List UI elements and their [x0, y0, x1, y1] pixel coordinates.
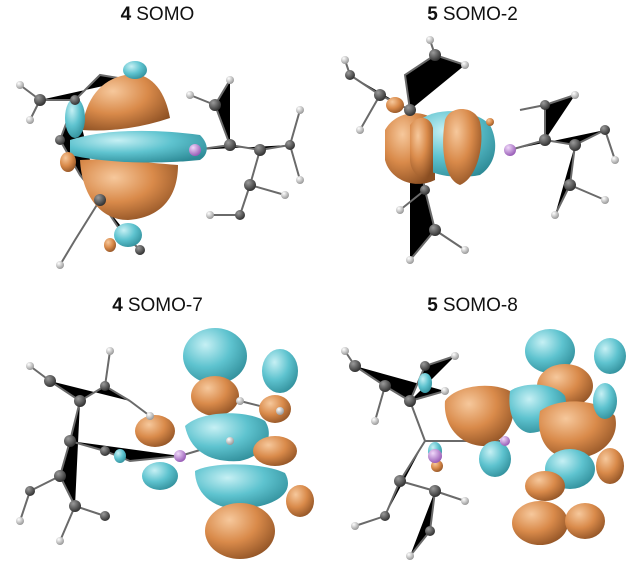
compound-number: 5 [427, 4, 438, 25]
orbital-name: SOMO-2 [442, 4, 518, 25]
orbital-name: SOMO-8 [442, 295, 518, 316]
orbital-lobes [385, 97, 496, 185]
molecule-render [341, 36, 619, 264]
molecule-render [16, 61, 304, 269]
atoms [16, 347, 284, 545]
molecule-render [16, 328, 314, 559]
atoms [341, 36, 619, 264]
orbital-name: SOMO [136, 4, 195, 25]
atoms [16, 76, 304, 269]
compound-number: 4 [120, 4, 132, 25]
atoms [341, 347, 510, 560]
orbital-lobes [60, 61, 207, 252]
molecule-render [341, 329, 626, 560]
compound-number: 4 [112, 295, 123, 316]
orbital-name: SOMO-7 [127, 295, 203, 316]
compound-number: 5 [427, 295, 438, 316]
orbital-lobes [114, 328, 314, 559]
